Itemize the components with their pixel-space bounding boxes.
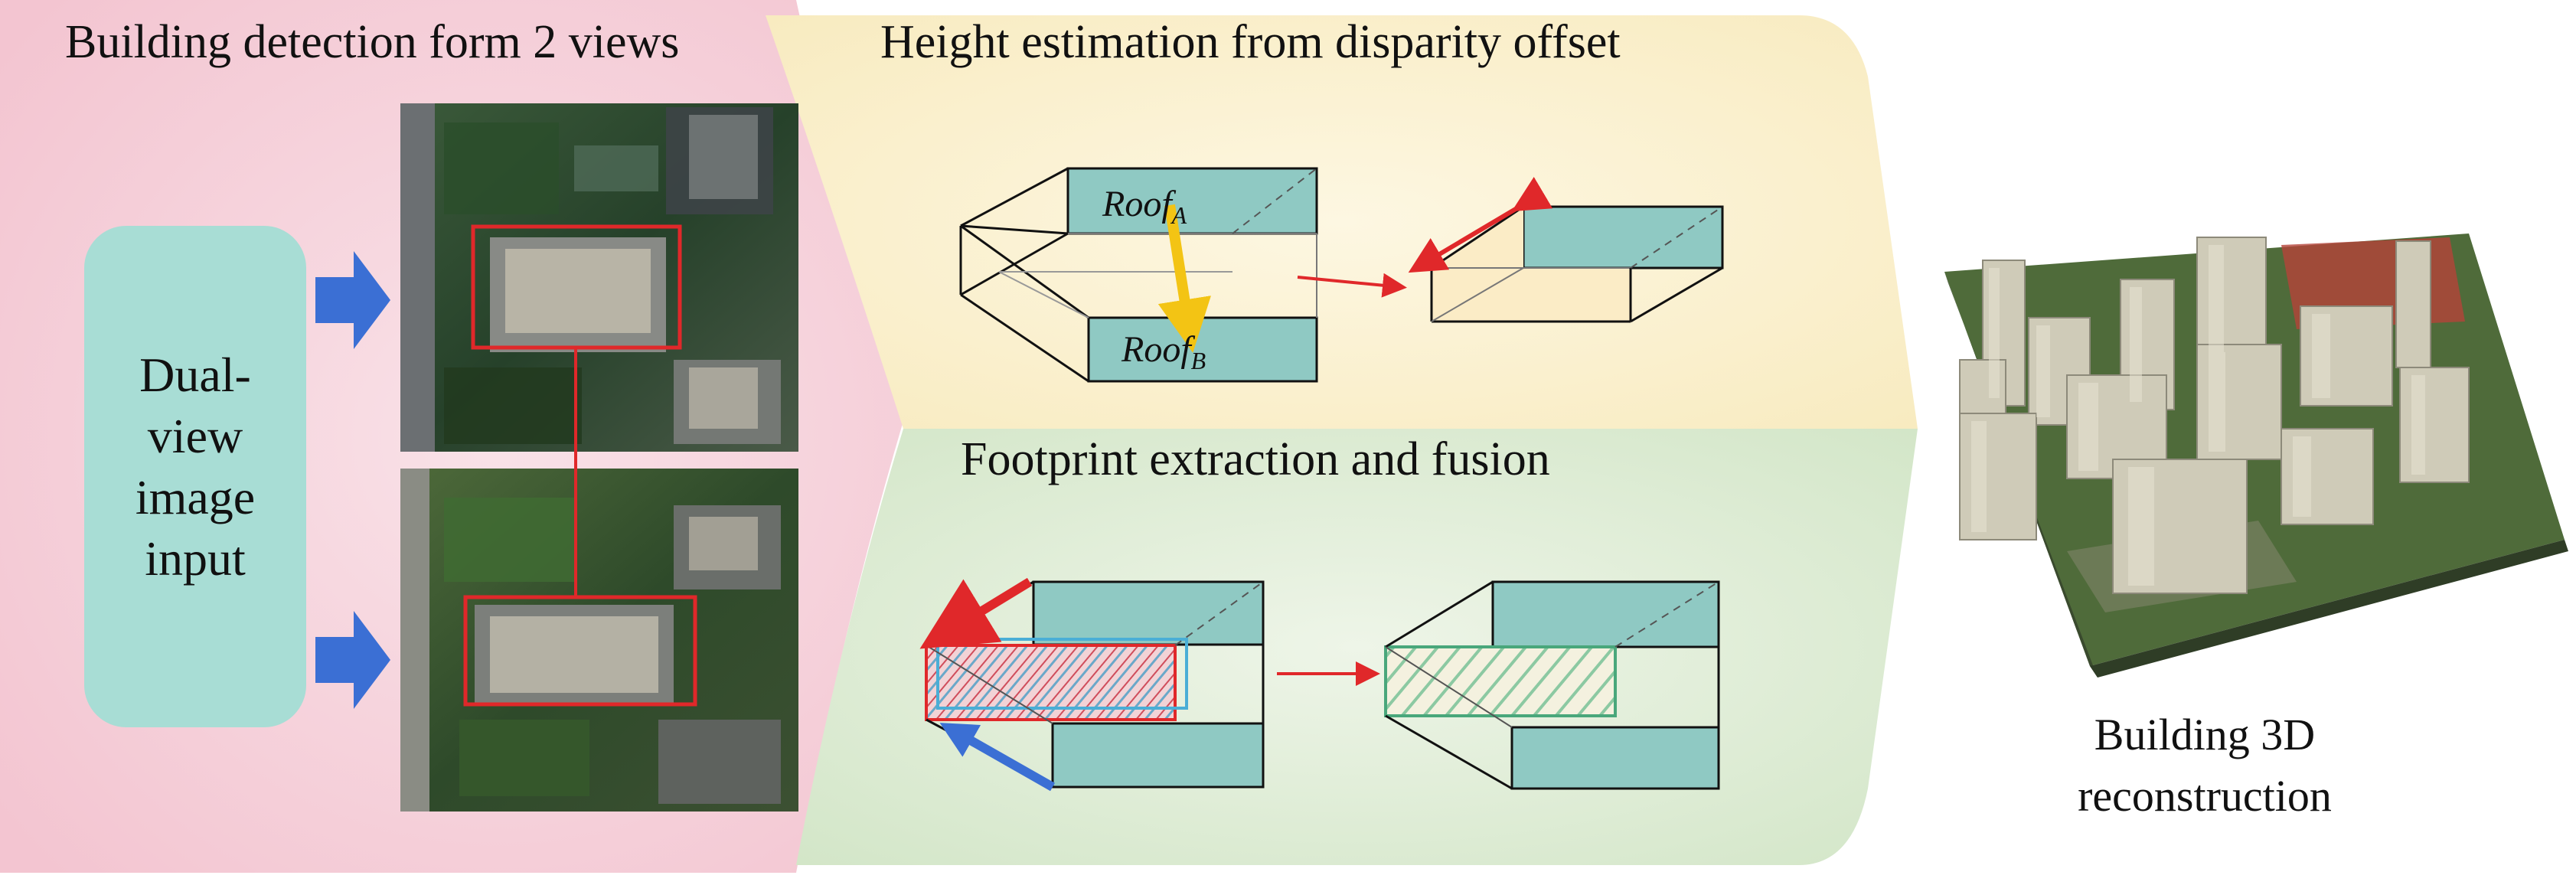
- flow-arrow-bottom: [315, 611, 390, 709]
- satellite-view-top: [400, 103, 798, 452]
- height-title: Height estimation from disparity offset: [880, 16, 1621, 68]
- detection-title: Building detection form 2 views: [65, 16, 680, 68]
- detection-box-bottom: [463, 595, 697, 707]
- satellite-view-bottom: [400, 469, 798, 812]
- input-line-3: image: [135, 470, 256, 524]
- footprint-building-left: [925, 580, 1265, 789]
- input-line-4: input: [145, 531, 246, 586]
- footprint-building-right: [1384, 580, 1720, 790]
- reconstruction-render: [1944, 233, 2568, 678]
- height-measure-arrow: [1408, 177, 1553, 273]
- flow-arrow-top: [315, 251, 390, 349]
- output-label: Building 3D reconstruction: [1990, 704, 2419, 827]
- input-line-1: Dual-: [139, 348, 251, 402]
- roof-b-label: RoofB: [1121, 329, 1206, 374]
- input-line-2: view: [147, 409, 243, 463]
- footprint-shift-arrow-blue: [939, 723, 1055, 792]
- input-box: [84, 226, 306, 727]
- footprint-title: Footprint extraction and fusion: [961, 433, 1550, 485]
- input-box-label: Dual- view image input: [84, 345, 306, 589]
- height-step-arrow: [1297, 273, 1407, 298]
- footprint-shift-arrow-red: [919, 577, 1033, 649]
- roof-a-label: RoofA: [1102, 184, 1187, 229]
- disparity-arrow: [1157, 204, 1211, 353]
- output-line-1: Building 3D: [2094, 710, 2316, 759]
- height-panel-bg: [766, 15, 1918, 429]
- output-line-2: reconstruction: [2078, 771, 2332, 821]
